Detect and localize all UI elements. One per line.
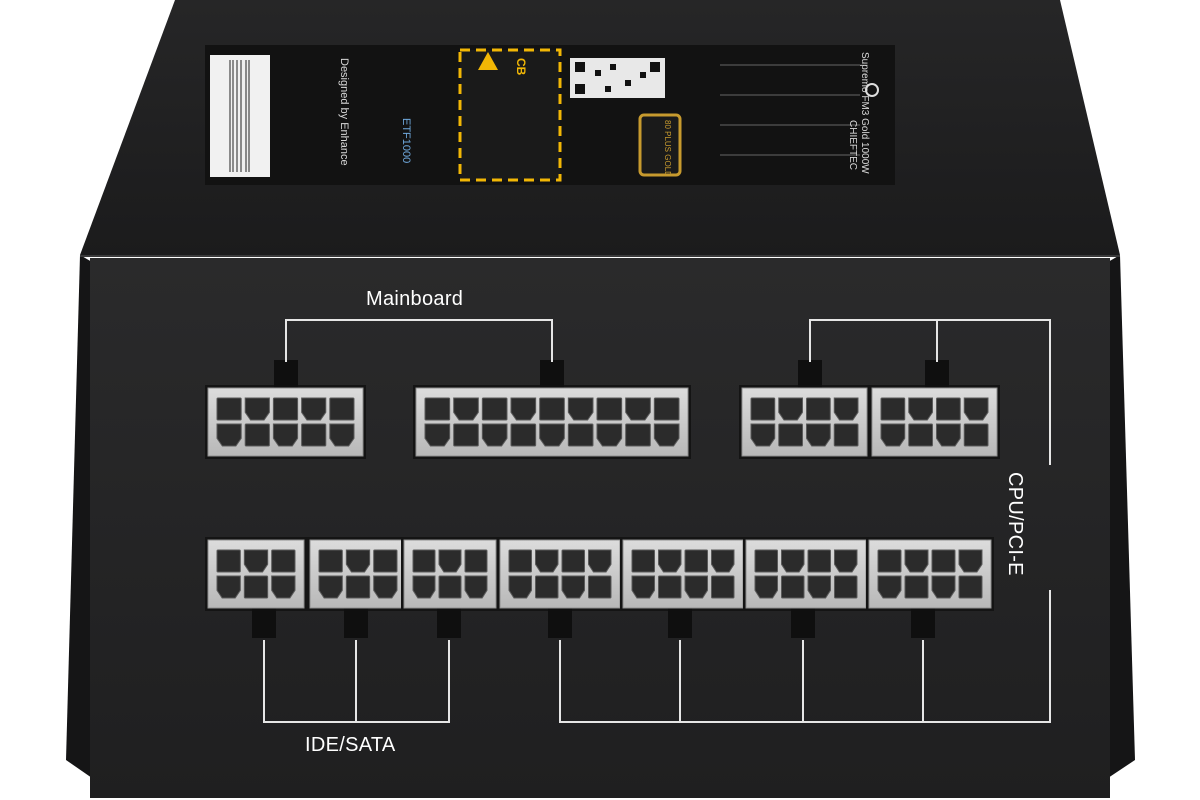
connector-group: [205, 360, 1000, 638]
sticker-series: ETF1000: [400, 118, 412, 164]
brand-logo-icon: [865, 83, 879, 97]
chassis-left-side: [66, 255, 92, 778]
cpu-pcie-bracket-top: [809, 319, 1051, 465]
cpu-pcie-connector-1[interactable]: [739, 360, 870, 459]
mainboard-18pin-connector[interactable]: [413, 360, 691, 459]
cpu-pcie-connector-3[interactable]: [497, 537, 623, 638]
ide-sata-label: IDE/SATA: [305, 734, 396, 756]
sticker-80plus-text: 80 PLUS GOLD: [663, 120, 672, 177]
sticker-brand: Designed by Enhance: [338, 58, 350, 166]
chassis-right-side: [1108, 255, 1135, 778]
ide-sata-connector-3[interactable]: [401, 537, 499, 638]
mainboard-10pin-connector[interactable]: [205, 360, 366, 459]
mainboard-label: Mainboard: [366, 288, 464, 310]
80-plus-badge: [638, 113, 682, 177]
ide-sata-connector-1[interactable]: [205, 537, 307, 638]
cpu-pcie-connector-6[interactable]: [866, 537, 994, 638]
cpu-pcie-label: CPU/PCI-E: [1004, 472, 1026, 576]
sticker-model: Supremo FM3 Gold 1000W: [859, 52, 870, 174]
sticker-maker: CHIEFTEC: [847, 120, 858, 170]
sticker-cert-mark: CB: [514, 58, 528, 76]
cpu-pcie-connector-2[interactable]: [869, 360, 1000, 459]
ide-sata-connector-2[interactable]: [307, 537, 409, 638]
chassis-front-face: [90, 258, 1110, 798]
spec-sticker: [205, 45, 895, 185]
cpu-pcie-connector-4[interactable]: [620, 537, 746, 638]
cpu-pcie-bracket-bottom: [559, 590, 1051, 723]
cpu-pcie-connector-5[interactable]: [743, 537, 869, 638]
legend-lines: [263, 319, 1051, 723]
mainboard-bracket: [285, 319, 553, 362]
